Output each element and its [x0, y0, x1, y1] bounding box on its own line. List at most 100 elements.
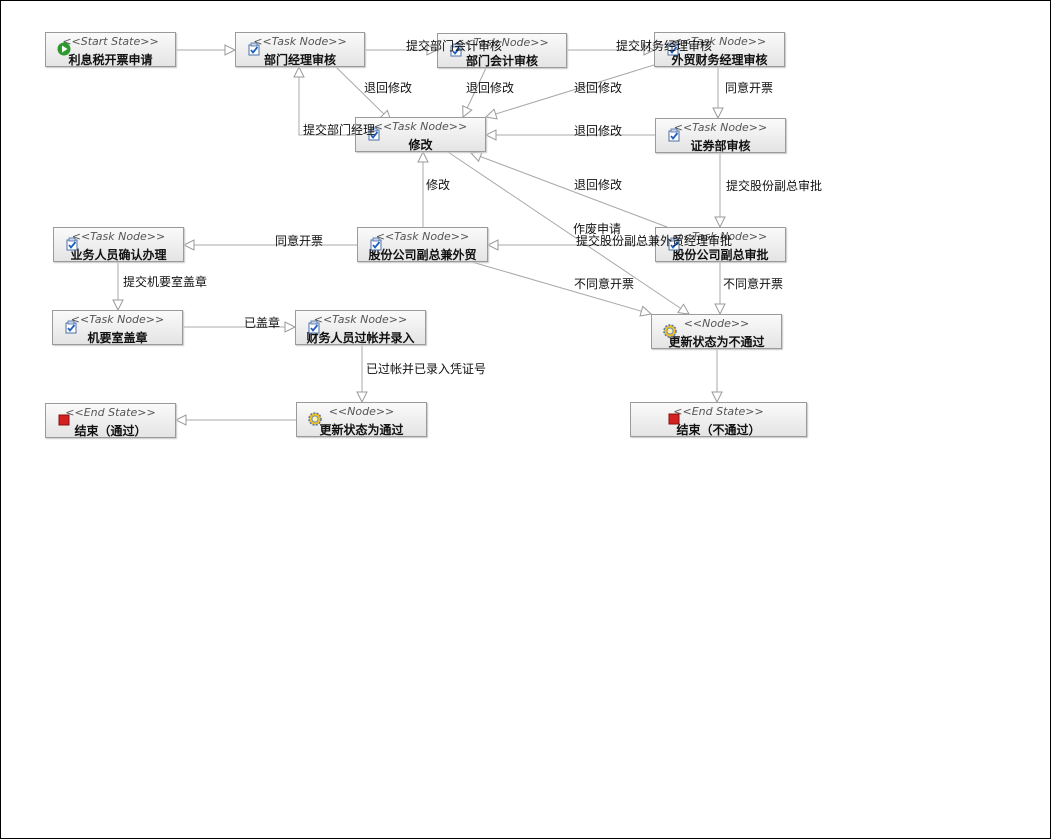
node-fin-post[interactable]: <<Task Node>> 财务人员过帐并录入 [295, 310, 426, 345]
node-name: 外贸财务经理审核 [671, 53, 768, 67]
task-node-icon [66, 237, 78, 251]
task-node-icon [450, 43, 462, 57]
arrowhead [182, 239, 195, 251]
transition-line[interactable] [471, 261, 652, 315]
task-node-icon [667, 42, 679, 56]
arrowhead [284, 321, 297, 333]
arrowhead [712, 107, 724, 120]
node-stereotype: <<Task Node>> [672, 35, 767, 48]
transition-label: 不同意开票 [723, 277, 784, 291]
arrowhead [484, 129, 497, 141]
node-seal[interactable]: <<Task Node>> 机要室盖章 [52, 310, 183, 345]
task-node-icon [368, 127, 380, 141]
transition-label: 修改 [426, 178, 451, 192]
transition-label: 退回修改 [574, 81, 623, 95]
arrowhead [174, 414, 187, 426]
task-node-icon [668, 128, 680, 142]
arrowhead [417, 150, 429, 163]
node-name: 更新状态为不通过 [668, 335, 765, 349]
transition-label: 退回修改 [364, 81, 413, 95]
transition-label: 已盖章 [244, 316, 281, 330]
arrowhead [426, 44, 439, 56]
node-vp-trade[interactable]: <<Task Node>> 股份公司副总兼外贸 [357, 227, 488, 262]
arrowhead [469, 151, 483, 163]
node-name: 股份公司副总兼外贸 [368, 248, 477, 262]
node-dept-mgr[interactable]: <<Task Node>> 部门经理审核 [235, 32, 365, 67]
node-name: 更新状态为通过 [319, 423, 404, 437]
transition-label: 提交股份副总兼外贸经理审批 [576, 234, 733, 248]
transition-label: 已过帐并已录入凭证号 [366, 362, 487, 376]
arrowhead [462, 105, 473, 119]
node-stereotype: <<End State>> [673, 405, 764, 418]
node-stereotype: <<Task Node>> [673, 121, 768, 134]
gear-node-icon [663, 324, 677, 338]
transition-label: 退回修改 [574, 178, 623, 192]
task-node-icon [65, 320, 77, 334]
gear-node-icon [308, 412, 322, 426]
node-name: 结束（不通过） [676, 423, 761, 437]
transition-label: 提交股份副总审批 [726, 179, 823, 193]
arrowhead [484, 108, 498, 120]
node-securities[interactable]: <<Task Node>> 证券部审核 [655, 118, 786, 153]
transition-line[interactable] [447, 151, 690, 315]
node-vp[interactable]: <<Task Node>> 股份公司副总审批 [655, 227, 786, 262]
node-name: 部门经理审核 [263, 53, 336, 67]
node-stereotype: <<Node>> [683, 317, 750, 330]
transition-label: 不同意开票 [574, 277, 635, 291]
node-name: 部门会计审核 [465, 54, 538, 68]
node-stereotype: <<Node>> [328, 405, 395, 418]
transition-label: 退回修改 [574, 124, 623, 138]
node-name: 利息税开票申请 [68, 53, 153, 67]
node-dept-acct[interactable]: <<Task Node>> 部门会计审核 [437, 33, 567, 68]
task-node-icon [370, 237, 382, 251]
node-reject-update[interactable]: <<Node>> 更新状态为不通过 [651, 314, 782, 349]
node-end-ok[interactable]: <<End State>> 结束（通过） [45, 403, 176, 438]
node-name: 结束（通过） [74, 424, 147, 438]
node-biz-confirm[interactable]: <<Task Node>> 业务人员确认办理 [53, 227, 184, 262]
transition-label: 同意开票 [275, 234, 324, 248]
transition-line[interactable] [470, 152, 668, 228]
node-stereotype: <<Task Node>> [455, 36, 549, 49]
transition-label: 作废申请 [573, 222, 622, 236]
node-fin-mgr[interactable]: <<Task Node>> 外贸财务经理审核 [654, 32, 785, 67]
arrowhead [639, 305, 653, 317]
arrowhead [224, 44, 237, 56]
node-stereotype: <<Task Node>> [71, 230, 166, 243]
node-end-fail[interactable]: <<End State>> 结束（不通过） [630, 402, 807, 437]
node-stereotype: <<Task Node>> [373, 120, 468, 133]
end-state-icon [58, 414, 70, 426]
transition-label: 提交部门会计审核 [406, 39, 503, 53]
task-node-icon [308, 320, 320, 334]
node-stereotype: <<Task Node>> [70, 313, 165, 326]
node-modify[interactable]: <<Task Node>> 修改 [355, 117, 486, 152]
node-stereotype: <<Task Node>> [673, 230, 768, 243]
arrowhead [293, 65, 305, 78]
transition-line[interactable] [335, 66, 392, 122]
node-name: 股份公司副总审批 [672, 248, 769, 262]
arrowhead [714, 303, 726, 316]
transition-label: 提交财务经理审核 [616, 39, 713, 53]
node-name: 业务人员确认办理 [70, 248, 167, 262]
task-node-icon [668, 237, 680, 251]
node-name: 修改 [408, 138, 433, 152]
node-start[interactable]: <<Start State>> 利息税开票申请 [45, 32, 176, 67]
node-pass-update[interactable]: <<Node>> 更新状态为通过 [296, 402, 427, 437]
end-state-icon [668, 413, 680, 425]
transition-line[interactable] [298, 67, 363, 136]
node-stereotype: <<Task Node>> [375, 230, 470, 243]
transition-label: 退回修改 [466, 81, 515, 95]
transition-label: 同意开票 [725, 81, 774, 95]
arrowhead [486, 239, 499, 251]
node-name: 机要室盖章 [87, 331, 148, 345]
arrowhead [356, 391, 368, 404]
node-name: 证券部审核 [690, 139, 751, 153]
node-stereotype: <<Task Node>> [253, 35, 347, 48]
arrowhead [643, 44, 656, 56]
arrowhead [677, 303, 690, 315]
arrowhead [714, 216, 726, 229]
arrowhead [711, 391, 723, 404]
node-stereotype: <<Task Node>> [313, 313, 408, 326]
transition-line[interactable] [485, 64, 655, 118]
node-stereotype: <<Start State>> [62, 35, 159, 48]
